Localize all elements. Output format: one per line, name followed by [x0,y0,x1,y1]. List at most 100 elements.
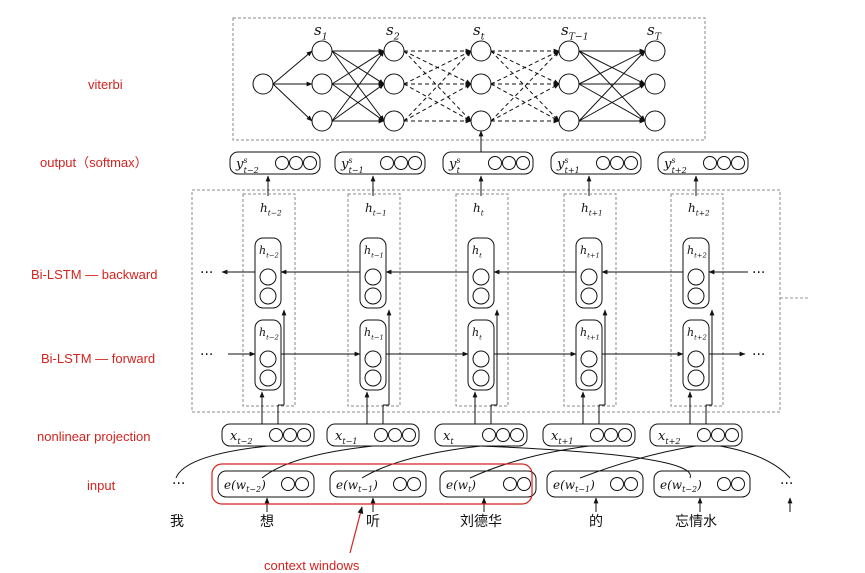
output-unit [380,156,394,170]
column-frame [455,193,509,407]
output-unit [731,156,745,170]
embedding-unit [295,477,309,491]
column-frame [670,193,724,407]
projection-label: xt [443,429,454,446]
viterbi-node [311,73,333,95]
label-forward: Bi-LSTM — forward [41,351,155,366]
projection-unit [482,428,496,442]
column-frame [563,193,617,407]
input-word: 刘德华 [460,514,502,530]
viterbi-edge [272,50,313,85]
embedding-label: e(wt−1) [553,478,595,494]
forward-cell-label: ht−2 [259,326,279,341]
window-connection-line [719,445,791,479]
backward-unit [687,287,705,305]
output-unit [502,156,516,170]
backward-unit [472,268,490,286]
forward-unit [259,350,277,368]
backward-cell-label: ht [472,244,482,259]
input-word: 听 [366,514,380,530]
projection-label: xt+2 [658,429,680,446]
forward-ellipsis-right: ··· [752,347,765,363]
projection-unit [297,428,311,442]
output-unit [610,156,624,170]
forward-unit [472,369,490,387]
viterbi-node [383,73,405,95]
embedding-unit [393,477,407,491]
forward-unit [580,369,598,387]
viterbi-state-label: s1 [314,21,328,43]
label-output: output（softmax） [40,155,148,170]
forward-cell-label: ht [472,326,482,341]
viterbi-start-node [252,73,274,95]
label-input: input [87,478,116,493]
viterbi-edge [331,83,385,122]
projection-unit [374,428,388,442]
embedding-unit [407,477,421,491]
context-window-pointer [349,506,364,554]
viterbi-node [470,73,492,95]
viterbi-node [558,110,580,132]
forward-unit [580,350,598,368]
viterbi-node [311,40,333,62]
output-unit [303,156,317,170]
viterbi-edge-dashed [490,50,560,122]
column-frame [347,193,401,407]
viterbi-edge [578,50,646,122]
output-unit [275,156,289,170]
label-backward: Bi-LSTM — backward [31,267,157,282]
label-viterbi: viterbi [88,77,123,92]
viterbi-edge [331,50,385,122]
embedding-unit [503,477,517,491]
forward-unit [364,350,382,368]
projection-label: xt+1 [551,429,573,446]
input-ellipsis-left: ··· [172,476,185,492]
viterbi-node [558,40,580,62]
embedding-unit [624,477,638,491]
embedding-label: e(wt−1) [336,478,378,494]
window-connection-line [479,445,691,479]
output-unit [488,156,502,170]
projection-unit [711,428,725,442]
viterbi-edge-dashed [403,50,472,85]
viterbi-edge [272,83,313,122]
input-word: 我 [170,514,184,530]
input-word: 想 [260,514,274,530]
viterbi-edge-dashed [403,50,472,122]
viterbi-node [644,73,666,95]
label-context-windows: context windows [264,558,360,573]
projection-unit [496,428,510,442]
projection-label: xt−2 [230,429,252,446]
output-unit [289,156,303,170]
forward-cell-label: ht+1 [580,326,600,341]
viterbi-edge [578,83,646,122]
combined-hidden-label: ht−1 [365,201,387,218]
viterbi-node [470,40,492,62]
forward-unit [472,350,490,368]
window-connection-line [469,445,590,479]
viterbi-node [311,110,333,132]
window-connection-line [579,445,697,479]
embedding-unit [717,477,731,491]
combined-hidden-label: ht [473,201,484,218]
projection-unit [618,428,632,442]
backward-unit [580,268,598,286]
embedding-unit [610,477,624,491]
forward-cell-label: ht+2 [687,326,707,341]
backward-cell-label: ht−2 [259,244,279,259]
viterbi-state-label: st [473,21,485,43]
column-frame [242,193,296,407]
projection-unit [388,428,402,442]
backward-unit [364,287,382,305]
output-unit [717,156,731,170]
embedding-label: e(wt−2) [224,478,266,494]
projection-label: xt−1 [335,429,357,446]
window-connection-line [261,445,374,479]
output-unit [394,156,408,170]
viterbi-node [644,40,666,62]
backward-unit [259,287,277,305]
viterbi-state-label: sT [647,21,662,43]
